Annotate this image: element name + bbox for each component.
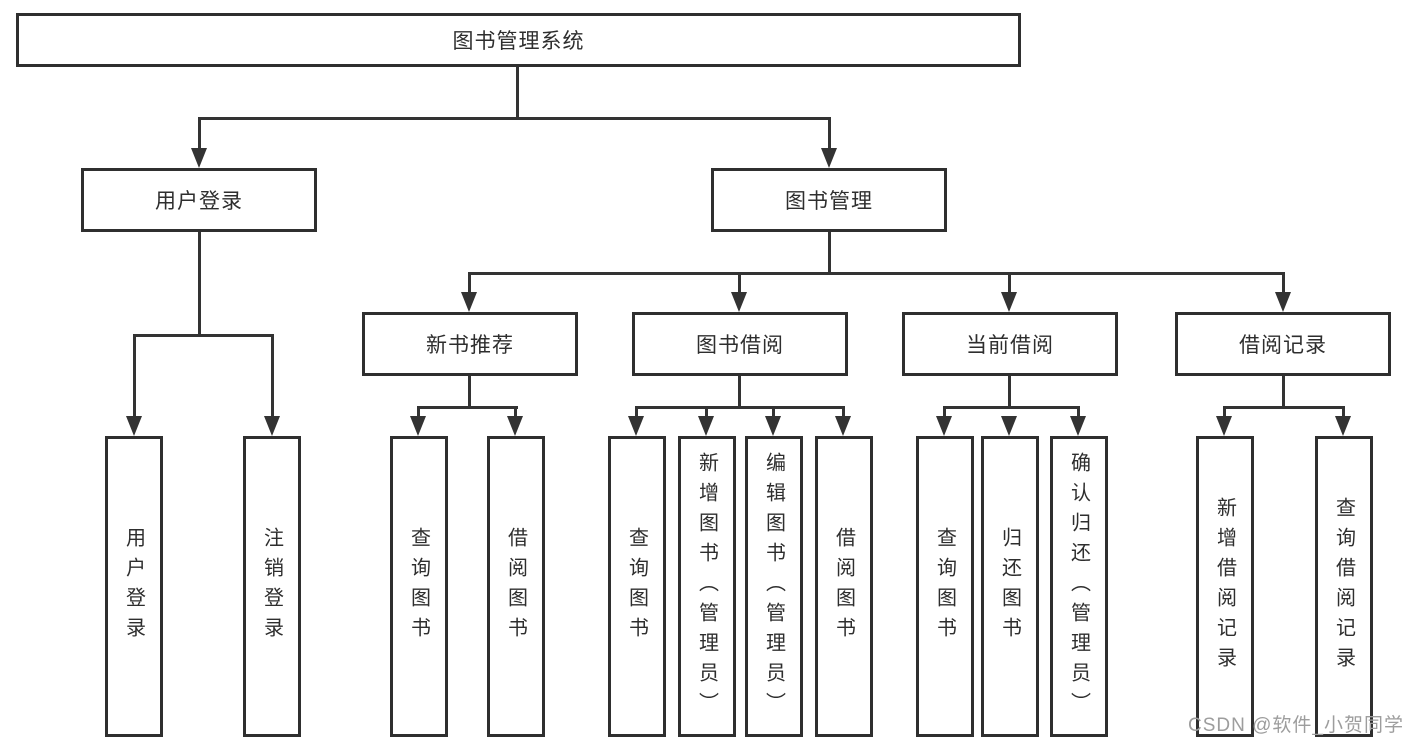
arrowhead-down bbox=[698, 416, 714, 436]
arrowhead-down bbox=[264, 416, 280, 436]
connector-stem bbox=[943, 406, 946, 420]
connector-root-stem bbox=[516, 67, 519, 117]
node-book-management: 图书管理 bbox=[711, 168, 947, 232]
connector-stem bbox=[514, 406, 517, 420]
leaf-add-books-admin: 新增图书（管理员） bbox=[678, 436, 736, 737]
leaf-edit-books-admin: 编辑图书（管理员） bbox=[745, 436, 803, 737]
arrowhead-down bbox=[821, 148, 837, 168]
leaf-query-borrow-record: 查询借阅记录 bbox=[1315, 436, 1373, 737]
node-book-borrow: 图书借阅 bbox=[632, 312, 848, 376]
connector-branch bbox=[417, 406, 518, 409]
connector-branch bbox=[943, 406, 1080, 409]
leaf-return-books: 归还图书 bbox=[981, 436, 1039, 737]
arrowhead-down bbox=[936, 416, 952, 436]
connector-stem bbox=[198, 232, 201, 334]
connector-stem bbox=[1077, 406, 1080, 420]
leaf-confirm-return-admin: 确认归还（管理员） bbox=[1050, 436, 1108, 737]
arrowhead-down bbox=[191, 148, 207, 168]
node-borrow-records: 借阅记录 bbox=[1175, 312, 1391, 376]
node-new-book-recommend: 新书推荐 bbox=[362, 312, 578, 376]
connector-stem bbox=[1282, 376, 1285, 406]
arrowhead-down bbox=[628, 416, 644, 436]
arrowhead-down bbox=[410, 416, 426, 436]
connector-stem bbox=[133, 334, 136, 420]
connector-branch bbox=[133, 334, 274, 337]
leaf-query-books-3: 查询图书 bbox=[916, 436, 974, 737]
node-current-borrow: 当前借阅 bbox=[902, 312, 1118, 376]
node-user-login: 用户登录 bbox=[81, 168, 317, 232]
connector-stem bbox=[417, 406, 420, 420]
connector-stem bbox=[828, 117, 831, 152]
connector-stem bbox=[198, 117, 201, 152]
connector-stem bbox=[635, 406, 638, 420]
arrowhead-down bbox=[1275, 292, 1291, 312]
arrowhead-down bbox=[461, 292, 477, 312]
connector-branch bbox=[635, 406, 844, 409]
leaf-borrow-books-2: 借阅图书 bbox=[815, 436, 873, 737]
leaf-add-borrow-record: 新增借阅记录 bbox=[1196, 436, 1254, 737]
node-root: 图书管理系统 bbox=[16, 13, 1021, 67]
connector-stem bbox=[842, 406, 845, 420]
connector-level2-branch bbox=[198, 117, 830, 120]
connector-branch bbox=[1223, 406, 1344, 409]
connector-stem bbox=[468, 376, 471, 406]
connector-stem bbox=[738, 272, 741, 297]
connector-stem bbox=[1008, 376, 1011, 406]
arrowhead-down bbox=[765, 416, 781, 436]
leaf-query-books-2: 查询图书 bbox=[608, 436, 666, 737]
connector-stem bbox=[468, 272, 471, 297]
arrowhead-down bbox=[1001, 292, 1017, 312]
watermark-text: CSDN @软件_小贺同学 bbox=[1188, 715, 1404, 736]
leaf-logout: 注销登录 bbox=[243, 436, 301, 737]
connector-stem bbox=[1342, 406, 1345, 420]
arrowhead-down bbox=[835, 416, 851, 436]
connector-stem bbox=[828, 232, 831, 272]
connector-stem bbox=[271, 334, 274, 420]
arrowhead-down bbox=[1335, 416, 1351, 436]
connector-stem bbox=[1223, 406, 1226, 420]
leaf-borrow-books-1: 借阅图书 bbox=[487, 436, 545, 737]
connector-stem bbox=[738, 376, 741, 406]
connector-level3-branch bbox=[468, 272, 1285, 275]
connector-stem bbox=[1282, 272, 1285, 297]
arrowhead-down bbox=[1216, 416, 1232, 436]
connector-stem bbox=[705, 406, 708, 420]
leaf-user-login: 用户登录 bbox=[105, 436, 163, 737]
leaf-query-books-1: 查询图书 bbox=[390, 436, 448, 737]
connector-stem bbox=[772, 406, 775, 420]
arrowhead-down bbox=[507, 416, 523, 436]
arrowhead-down bbox=[1001, 416, 1017, 436]
arrowhead-down bbox=[731, 292, 747, 312]
connector-stem bbox=[1008, 272, 1011, 297]
arrowhead-down bbox=[1070, 416, 1086, 436]
arrowhead-down bbox=[126, 416, 142, 436]
